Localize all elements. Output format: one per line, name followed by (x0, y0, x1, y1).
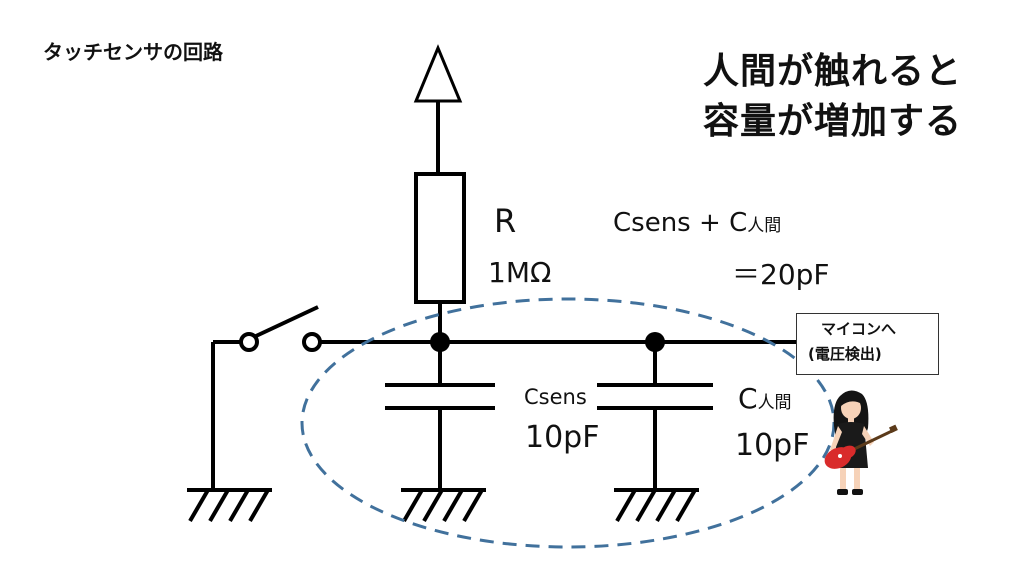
vcc-arrow-icon (413, 44, 463, 103)
headline-line2: 容量が増加する (702, 101, 962, 142)
chuman-name-label: C人間 (738, 382, 792, 415)
total-capacitance-value: ＝20pF (732, 258, 830, 291)
junction-dot (430, 332, 450, 352)
guitarist-girl-icon (824, 390, 898, 495)
switch-contact-left (239, 332, 259, 352)
ground-icon (614, 488, 699, 523)
headline-line1: 人間が触れると (702, 51, 962, 92)
switch-lever (255, 305, 319, 338)
ground-icon (187, 488, 272, 523)
csens-value-label: 10pF (525, 420, 600, 455)
slide-title: タッチセンサの回路 (43, 40, 223, 64)
mcu-label-line1: マイコンへ (821, 320, 897, 338)
chuman-subscript: 人間 (757, 393, 792, 413)
ground-icon (401, 488, 486, 523)
switch-contact-right (302, 332, 322, 352)
csens-term: Csens (613, 208, 691, 238)
resistor-name-label: R (494, 202, 517, 240)
junction-dot (645, 332, 665, 352)
resistor-value-label: 1MΩ (488, 256, 552, 289)
csens-name-label: Csens (524, 385, 587, 409)
plus-sign: + (690, 208, 730, 238)
mcu-label-line2: (電圧検出) (808, 345, 882, 363)
mcu-output-box (796, 313, 939, 375)
chuman-term-letter: C (729, 208, 748, 238)
chuman-letter: C (738, 382, 758, 415)
chuman-term-subscript: 人間 (747, 216, 782, 236)
resistor-symbol (414, 172, 466, 304)
total-capacitance-expression: Csens + C人間 (613, 208, 781, 238)
chuman-value-label: 10pF (735, 428, 810, 463)
